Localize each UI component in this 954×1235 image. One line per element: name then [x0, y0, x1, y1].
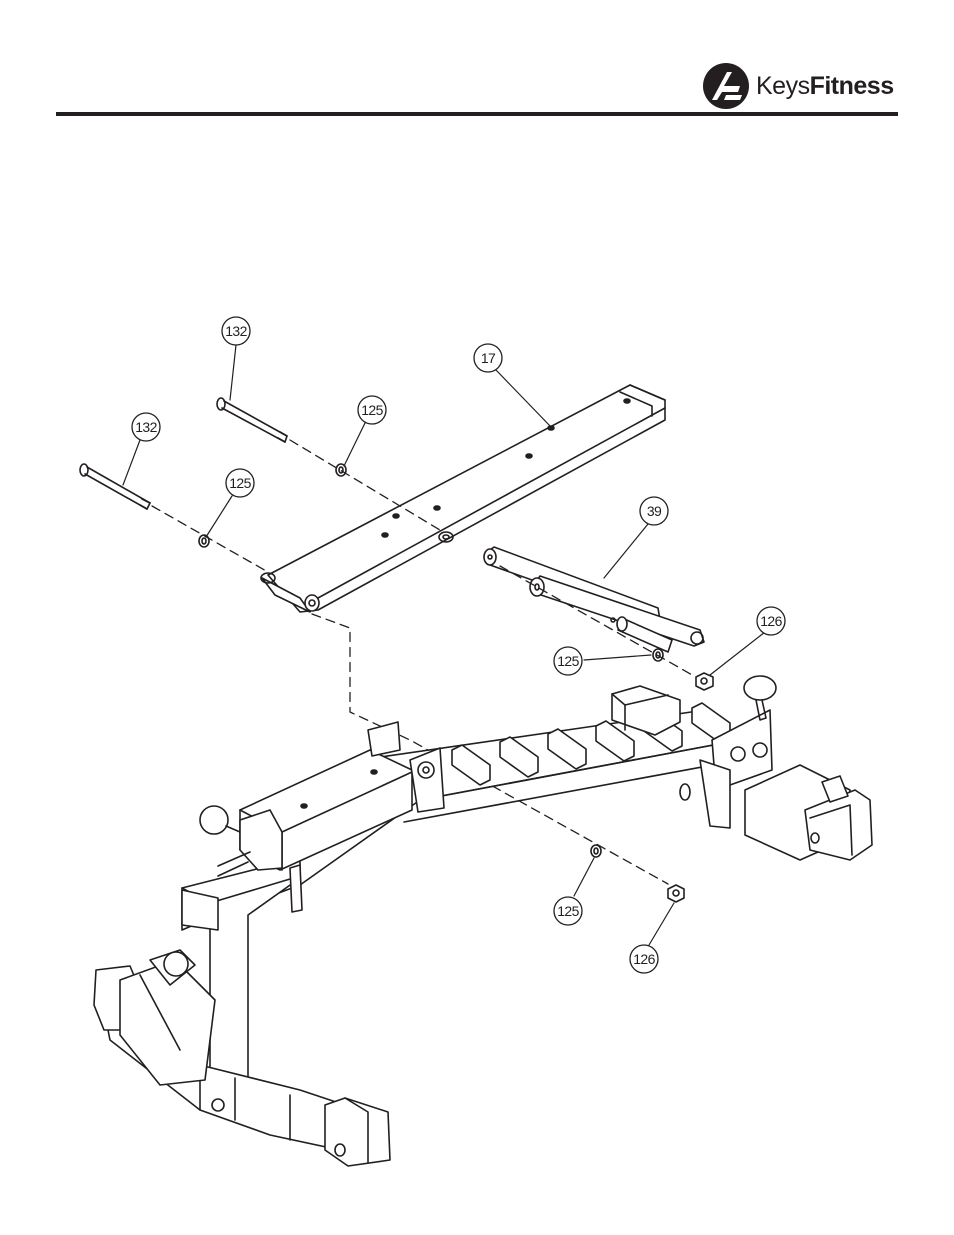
nut-part-126-1	[696, 673, 713, 690]
callout-126-upper: 126	[757, 607, 785, 635]
callout-39: 39	[640, 497, 668, 525]
callout-132-lower: 132	[132, 413, 160, 441]
callout-label: 132	[135, 419, 157, 435]
callout-label: 39	[647, 503, 662, 519]
washer-part-125-2	[199, 535, 209, 547]
bolt-part-132-lower	[80, 464, 150, 509]
callout-label: 17	[481, 350, 496, 366]
callout-label: 126	[760, 613, 782, 629]
bolt-part-132-upper	[217, 398, 287, 442]
callout-label: 125	[557, 653, 579, 669]
callout-label: 125	[229, 475, 251, 491]
bench-frame	[94, 676, 872, 1166]
callout-125-lower: 125	[554, 897, 582, 925]
callout-126-lower: 126	[630, 945, 658, 973]
callouts: 132 132 17 125 125 39 126 125	[132, 317, 785, 973]
callout-label: 125	[361, 402, 383, 418]
link-arm-part-39	[484, 547, 704, 652]
callout-label: 126	[633, 951, 655, 967]
callout-label: 132	[225, 323, 247, 339]
callout-132-upper: 132	[222, 317, 250, 345]
nut-part-126-2	[668, 885, 684, 902]
callout-17: 17	[474, 344, 502, 372]
callout-label: 125	[557, 903, 579, 919]
callout-125-middle: 125	[554, 647, 582, 675]
callout-125-upper-right: 125	[358, 396, 386, 424]
callout-125-upper-left: 125	[226, 469, 254, 497]
washer-part-125-4	[591, 845, 601, 857]
